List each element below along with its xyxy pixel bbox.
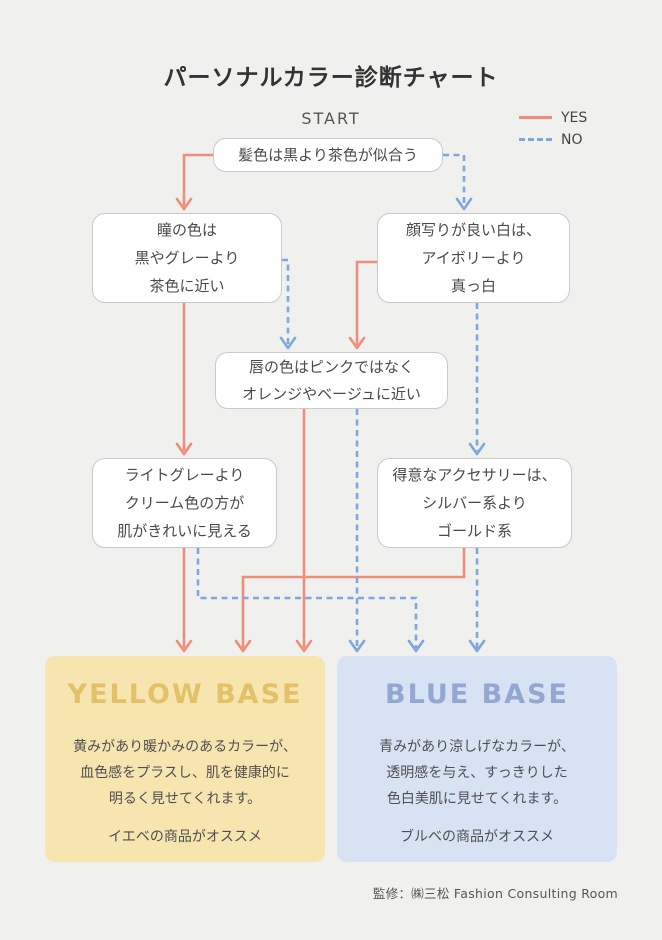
yes-arrowhead — [175, 442, 193, 456]
yellow-base-recommendation: イエベの商品がオススメ — [108, 829, 262, 845]
result-yellow-base: YELLOW BASE 黄みがあり暖かみのあるカラーが、 血色感をプラスし、肌を… — [45, 656, 325, 862]
yellow-base-title: YELLOW BASE — [67, 679, 303, 710]
question-text: ライトグレーより — [124, 466, 245, 484]
description-line: 青みがあり涼しげなカラーが、 — [379, 739, 575, 755]
question-box-hair: 髪色は黒より茶色が似合う — [213, 138, 443, 172]
question-text: シルバー系より — [422, 494, 527, 512]
supervisor-credit: 監修：㈱三松 Fashion Consulting Room — [372, 886, 618, 901]
no-edge-gray-blue — [196, 548, 418, 648]
question-text: 真っ白 — [450, 277, 496, 295]
question-box-eyes: 瞳の色は 黒やグレーより 茶色に近い — [92, 213, 282, 303]
description-line: 色白美肌に見せてくれます。 — [386, 791, 568, 807]
question-text: 得意なアクセサリーは、 — [392, 466, 557, 484]
start-label: START — [301, 109, 361, 128]
question-text: 茶色に近い — [149, 277, 225, 295]
question-text: ゴールド系 — [436, 522, 512, 540]
no-edge-start-white — [443, 153, 466, 206]
yes-arrowhead — [295, 639, 313, 653]
yes-edge-white-lips — [355, 260, 377, 345]
page-title: パーソナルカラー診断チャート — [163, 65, 499, 91]
legend: YES NO — [519, 110, 587, 154]
question-box-accessory: 得意なアクセサリーは、 シルバー系より ゴールド系 — [377, 458, 572, 548]
description-line: 黄みがあり暖かみのあるカラーが、 — [73, 739, 297, 755]
question-box-white: 顔写りが良い白は、 アイボリーより 真っ白 — [377, 213, 570, 303]
question-text: 瞳の色は — [156, 221, 217, 239]
question-text: 黒やグレーより — [134, 249, 240, 267]
description-line: 透明感を与え、すっきりした — [386, 765, 568, 781]
no-arrowhead — [348, 639, 366, 653]
legend-no-label: NO — [561, 131, 583, 148]
question-box-lips: 唇の色はピンクではなく オレンジやベージュに近い — [215, 352, 448, 409]
no-arrowhead — [279, 336, 297, 350]
legend-yes-label: YES — [561, 109, 588, 126]
yellow-base-description: 黄みがあり暖かみのあるカラーが、 血色感をプラスし、肌を健康的に 明るく見せてく… — [45, 734, 325, 812]
no-arrowhead — [468, 639, 486, 653]
yes-arrowhead — [175, 639, 193, 653]
blue-base-recommendation: ブルベの商品がオススメ — [400, 829, 554, 845]
yes-line-icon — [519, 116, 552, 119]
question-text: アイボリーより — [421, 249, 526, 267]
yes-arrowhead — [234, 639, 252, 653]
no-arrowhead — [407, 639, 425, 653]
description-line: 明るく見せてくれます。 — [108, 791, 262, 807]
no-arrowhead — [455, 197, 473, 211]
question-box-gray: ライトグレーより クリーム色の方が 肌がきれいに見える — [92, 458, 277, 548]
question-text: クリーム色の方が — [124, 494, 245, 512]
question-text: 顔写りが良い白は、 — [405, 221, 541, 239]
yes-arrowhead — [175, 197, 193, 211]
no-edge-eyes-lips — [282, 258, 290, 345]
no-line-icon — [519, 138, 552, 141]
legend-yes-row: YES — [519, 109, 588, 126]
description-line: 血色感をプラスし、肌を健康的に — [80, 765, 290, 781]
yes-edge-accessory-yellow — [241, 548, 466, 648]
blue-base-description: 青みがあり涼しげなカラーが、 透明感を与え、すっきりした 色白美肌に見せてくれま… — [337, 734, 617, 812]
yes-edge-start-eyes — [182, 153, 213, 206]
yes-arrowhead — [348, 336, 366, 350]
legend-no-row: NO — [519, 131, 587, 148]
question-text: 髪色は黒より茶色が似合う — [238, 146, 418, 164]
question-text: 肌がきれいに見える — [117, 522, 252, 540]
question-text: オレンジやベージュに近い — [242, 384, 421, 403]
no-arrowhead — [468, 442, 486, 456]
blue-base-title: BLUE BASE — [385, 679, 569, 710]
question-text: 唇の色はピンクではなく — [248, 357, 414, 376]
result-blue-base: BLUE BASE 青みがあり涼しげなカラーが、 透明感を与え、すっきりした 色… — [337, 656, 617, 862]
